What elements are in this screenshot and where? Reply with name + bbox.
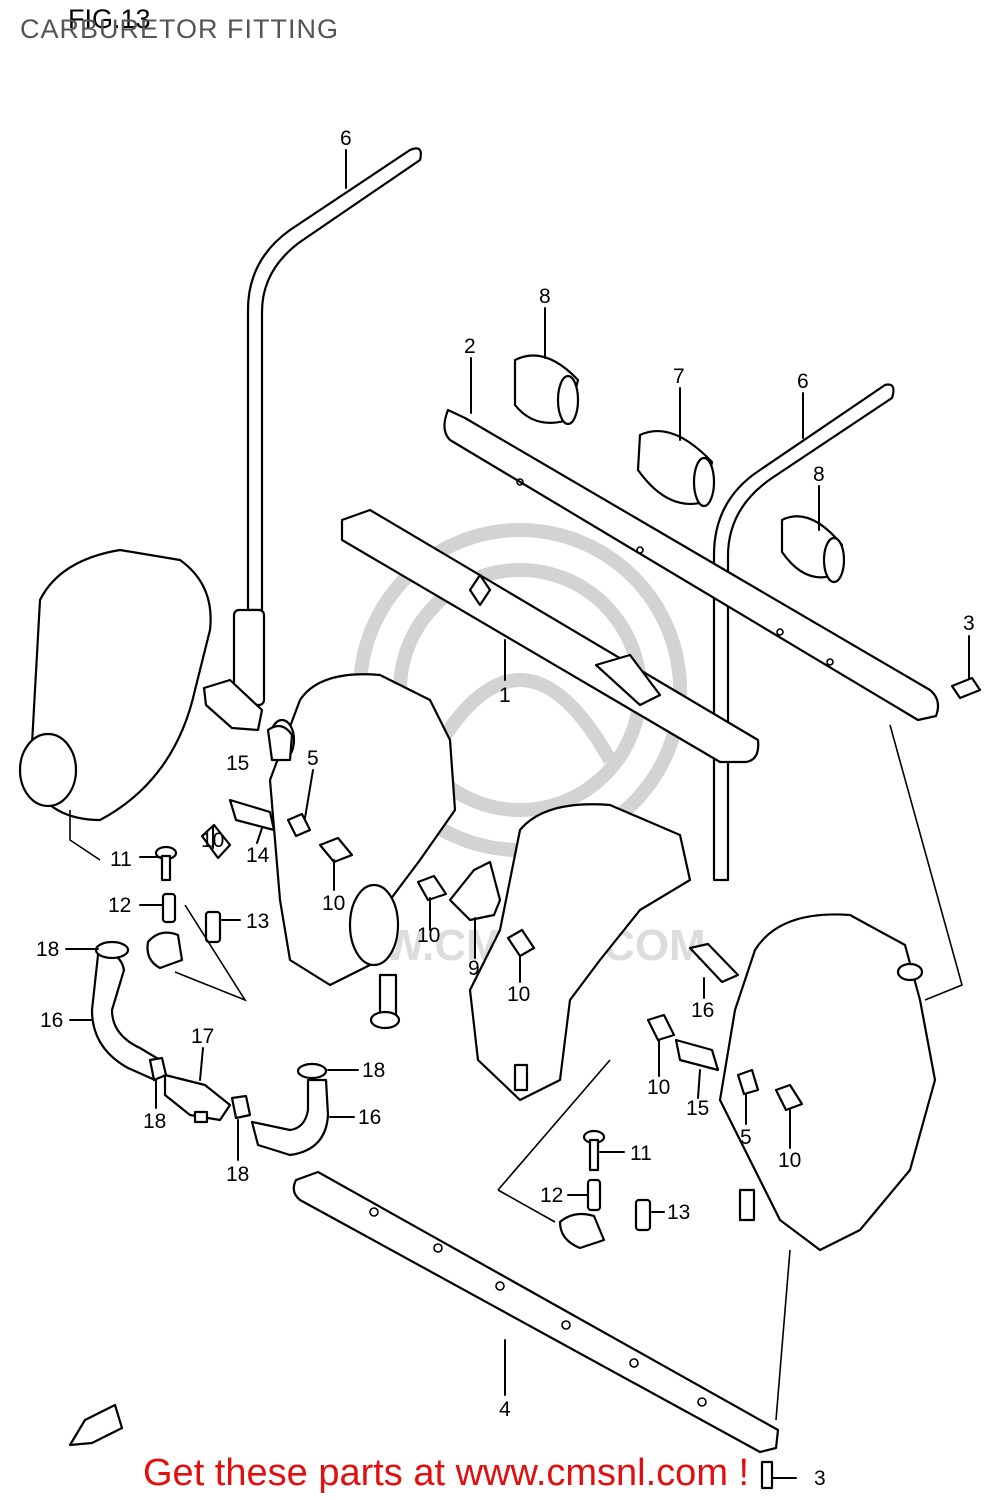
spring-13a — [204, 910, 222, 944]
screw-11b — [582, 1129, 606, 1172]
callout-label: 13 — [667, 1201, 690, 1224]
joint-17 — [163, 1073, 232, 1124]
fitting-15b — [674, 1038, 720, 1072]
cushion-8-lower — [780, 515, 846, 584]
callout-label: 11 — [110, 848, 132, 871]
bolt-3-lower — [760, 1460, 774, 1490]
callout-label: 17 — [191, 1025, 214, 1048]
drain-hose-16-right — [250, 1078, 330, 1157]
carburetor-1 — [18, 548, 212, 861]
callout-label: 10 — [417, 924, 440, 947]
callout-label: 3 — [963, 612, 975, 635]
callout-label: 10 — [778, 1149, 801, 1172]
fitting-10d — [506, 928, 536, 958]
callout-label: 5 — [307, 747, 319, 770]
callout-label: 18 — [226, 1163, 249, 1186]
callout-label: 3 — [814, 1467, 826, 1490]
spring-12b — [586, 1178, 602, 1212]
callout-label: 10 — [322, 892, 345, 915]
callout-label: 15 — [686, 1097, 709, 1120]
callout-label: 8 — [539, 285, 551, 308]
carburetor-2 — [268, 673, 457, 1030]
callout-label: 7 — [673, 365, 685, 388]
screw-11a — [154, 845, 178, 882]
fitting-10f — [774, 1083, 804, 1112]
callout-label: 18 — [362, 1059, 385, 1082]
fitting-10a — [200, 823, 232, 860]
callout-label: 16 — [691, 999, 714, 1022]
callout-label: 10 — [647, 1076, 670, 1099]
fitting-5b — [736, 1068, 760, 1096]
cushion-7 — [636, 430, 716, 508]
figure-title: CARBURETOR FITTING — [20, 14, 340, 44]
callout-label: 8 — [813, 463, 825, 486]
clip-18d — [296, 1062, 328, 1080]
callout-label: 6 — [340, 127, 352, 150]
fitting-15a — [266, 724, 294, 762]
callout-label: 11 — [630, 1142, 652, 1165]
clamp-left — [146, 931, 184, 970]
clip-18b — [148, 1056, 168, 1082]
callout-label: 2 — [464, 335, 476, 358]
bolt-3-upper — [950, 676, 982, 700]
drain-hose-16-left — [90, 952, 162, 1082]
callout-label: 6 — [797, 370, 809, 393]
hose-14 — [228, 798, 276, 832]
callout-label: 5 — [740, 1126, 752, 1149]
callout-label: 18 — [36, 938, 59, 961]
callout-label: 13 — [246, 910, 269, 933]
callout-label: 16 — [40, 1009, 63, 1032]
leader-lines — [65, 149, 970, 1479]
callout-label: 10 — [201, 829, 224, 852]
plate-lower — [292, 1170, 780, 1454]
spring-12a — [161, 892, 177, 924]
clamp-right — [558, 1212, 606, 1250]
callout-label: 14 — [246, 844, 270, 867]
figure-number: FIG.13 — [68, 4, 151, 34]
fitting-10e — [646, 1013, 676, 1042]
fitting-5a — [286, 812, 312, 838]
clip-18c — [230, 1094, 252, 1120]
callout-label: 18 — [143, 1110, 166, 1133]
callout-label: 4 — [499, 1398, 511, 1421]
callouts: 6 8 2 7 6 8 3 1 15 5 10 14 11 10 12 13 1… — [36, 127, 975, 1490]
callout-label: 9 — [468, 957, 480, 980]
callout-label: 16 — [358, 1106, 381, 1129]
fwd-arrow: FWD — [68, 1403, 124, 1447]
fitting-9 — [448, 860, 502, 922]
fitting-10c — [416, 874, 448, 902]
clip-18a — [94, 940, 130, 960]
footer-link-text[interactable]: Get these parts at www.cmsnl.com ! — [143, 1452, 750, 1494]
breather-pipe-left — [246, 147, 422, 612]
callout-label: 15 — [226, 752, 249, 775]
carburetor-4 — [718, 913, 937, 1252]
carburetor-3 — [468, 803, 692, 1102]
callout-label: 10 — [507, 983, 530, 1006]
pipe-joint-left — [202, 678, 264, 732]
plate-upper — [443, 408, 940, 722]
breather-pipe-right — [712, 383, 895, 882]
callout-label: 12 — [540, 1184, 563, 1207]
callout-label: 12 — [108, 894, 131, 917]
fitting-10b — [318, 836, 354, 864]
spring-13b — [634, 1198, 652, 1232]
cushion-8-upper — [513, 354, 580, 426]
fitting-16b — [688, 942, 740, 984]
callout-label: 1 — [499, 684, 511, 707]
